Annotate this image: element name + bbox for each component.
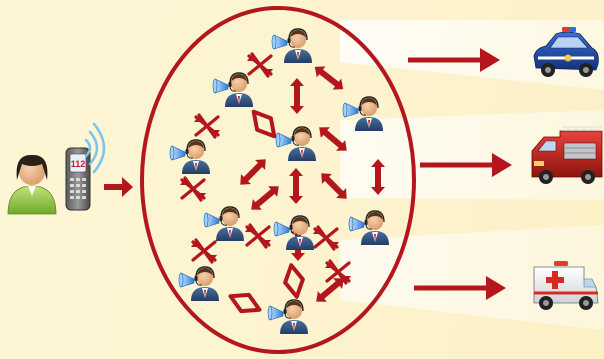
call-center-ellipse bbox=[140, 6, 416, 354]
mobile-phone-icon: 112 bbox=[65, 147, 91, 211]
fire-truck-icon bbox=[531, 126, 603, 184]
police-car-icon bbox=[533, 27, 599, 77]
ambulance-icon bbox=[533, 261, 599, 310]
call-center-operator-icon bbox=[169, 139, 211, 175]
signal-waves-icon bbox=[84, 122, 106, 174]
call-center-operator-icon bbox=[212, 72, 254, 108]
call-center-operator-icon bbox=[203, 206, 245, 242]
phone-number-label: 112 bbox=[71, 159, 86, 169]
call-center-operator-icon bbox=[267, 299, 309, 335]
woman-caller-icon bbox=[7, 154, 57, 215]
call-center-operator-icon bbox=[271, 28, 313, 64]
call-center-operator-icon bbox=[275, 126, 317, 162]
call-center-operator-icon bbox=[178, 266, 220, 302]
incoming-call-arrow bbox=[104, 177, 133, 197]
